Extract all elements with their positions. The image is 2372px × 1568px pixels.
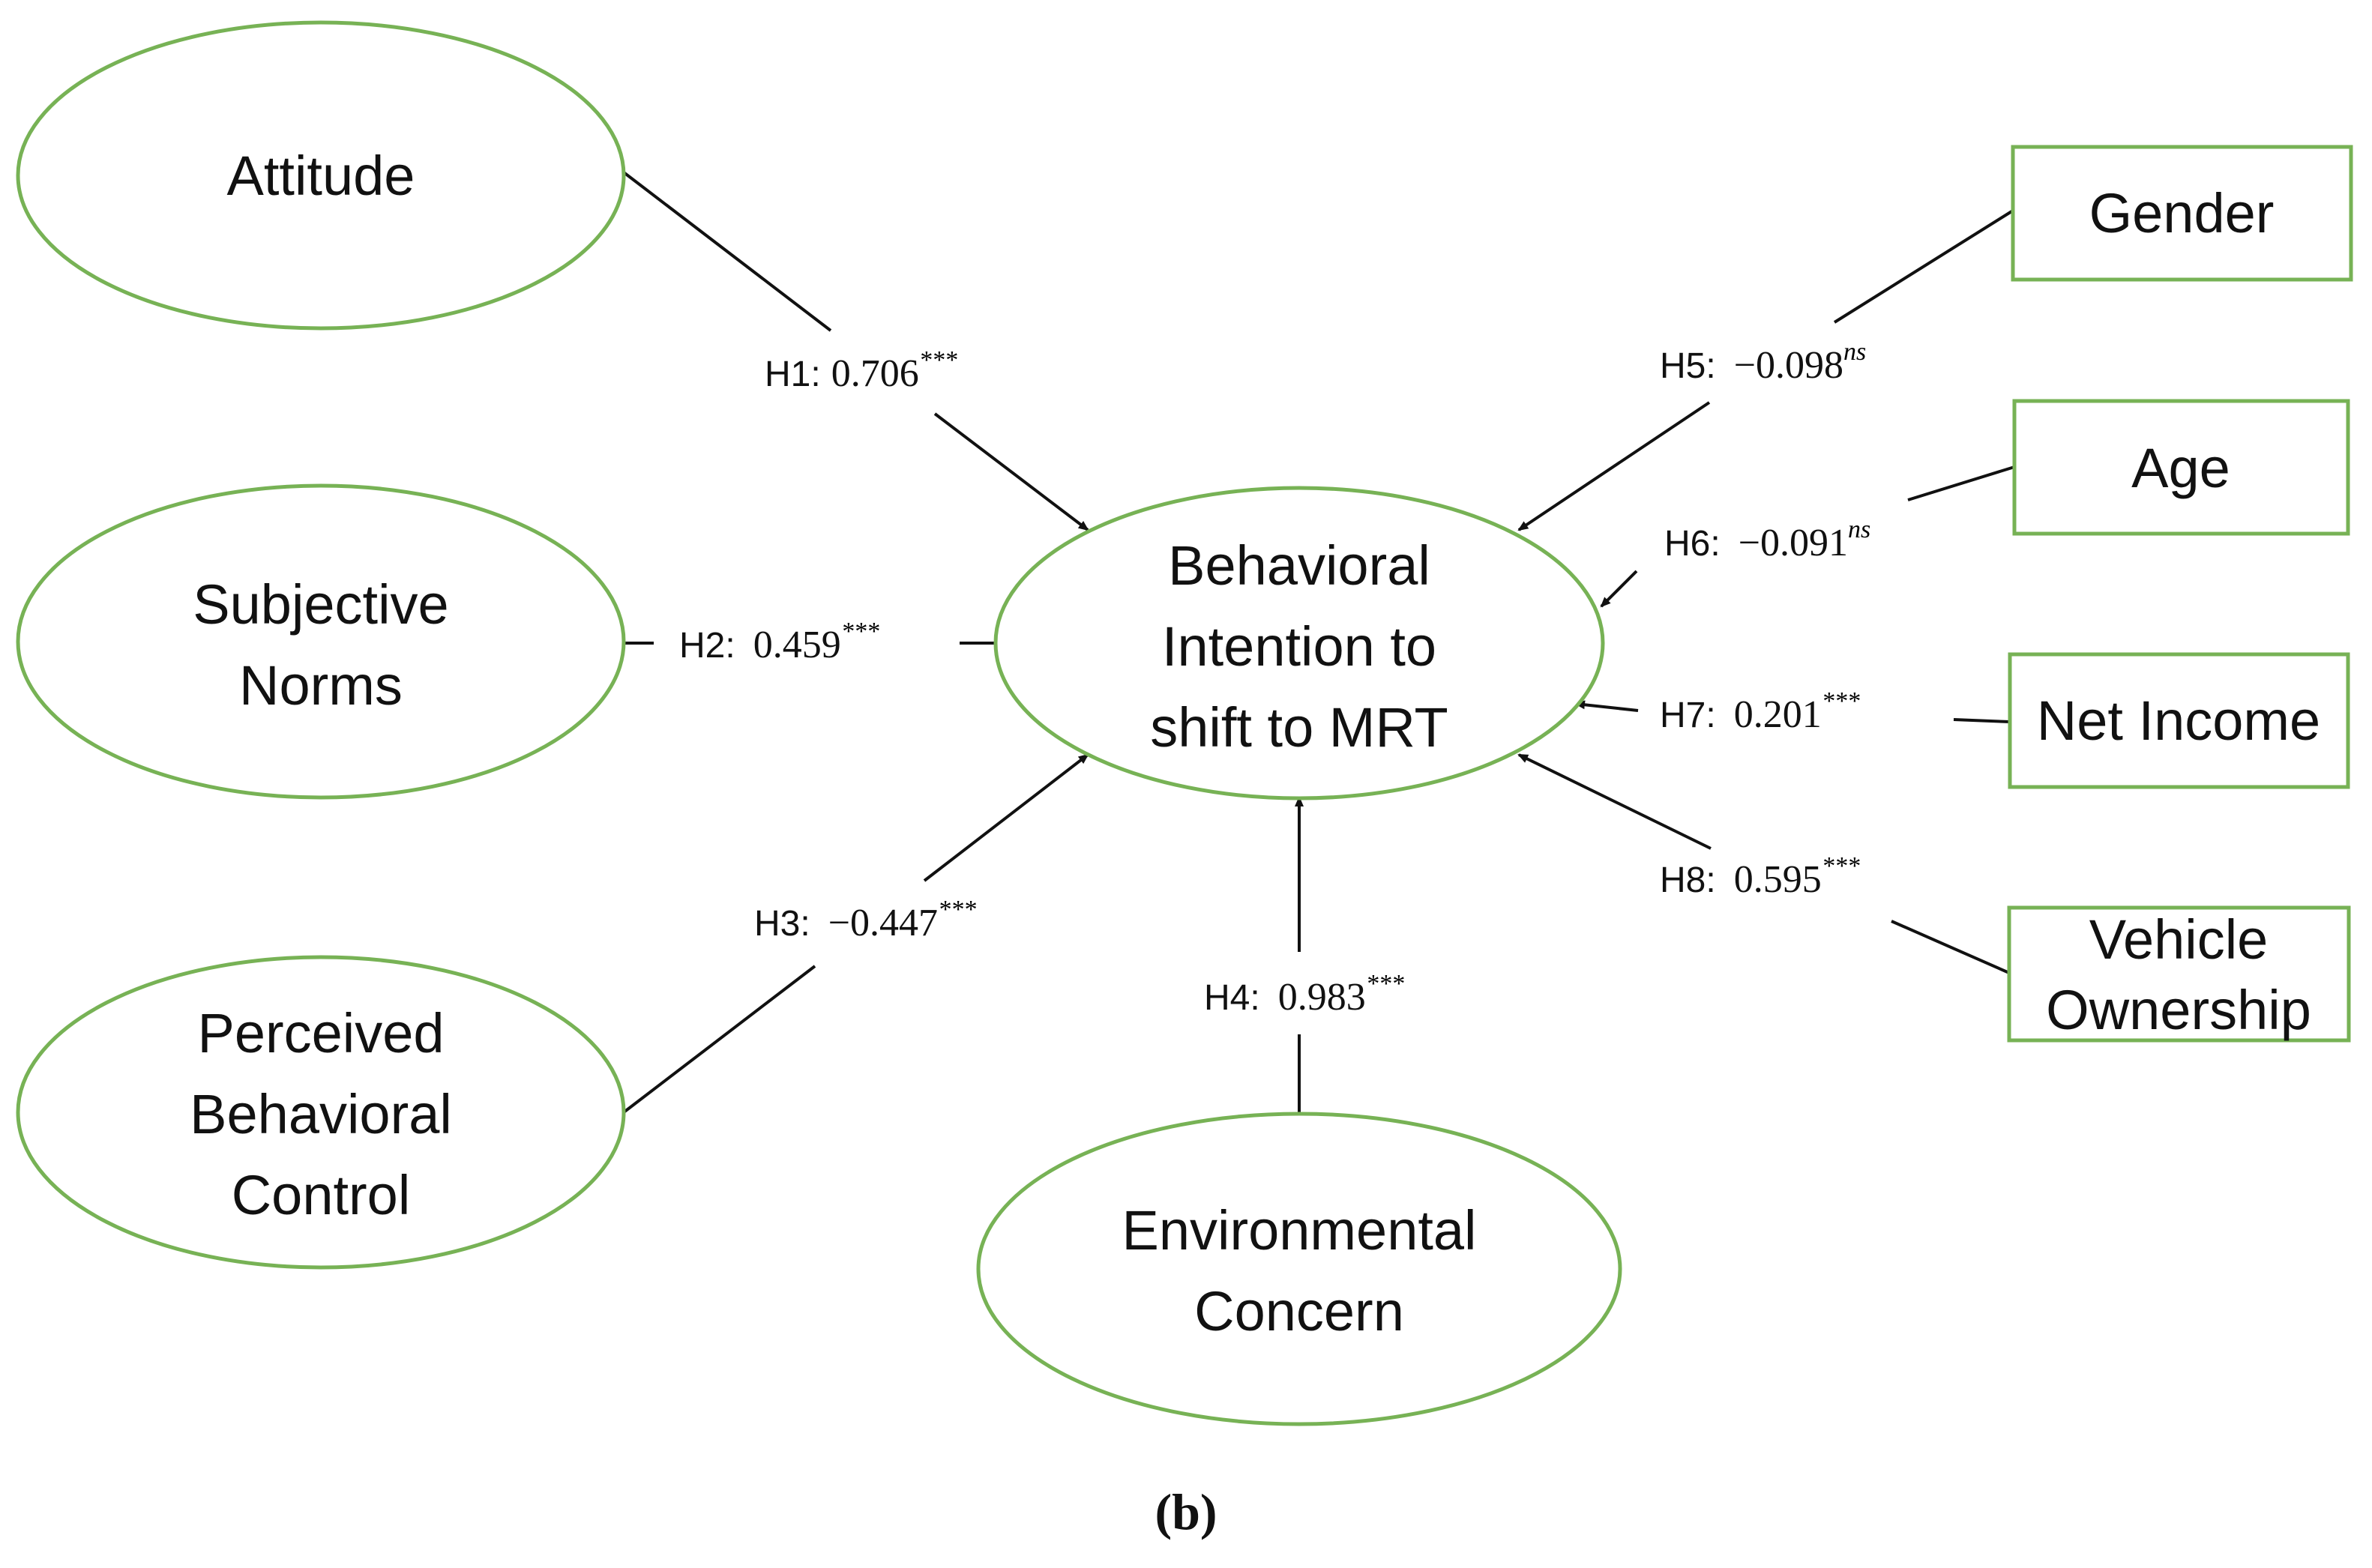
edge-label-h2: H2:0.459*** — [679, 618, 879, 666]
edge-label-h5: H5:−0.098ns — [1660, 338, 1866, 387]
node-label-line: Attitude — [227, 145, 415, 207]
node-label-line: Vehicle — [2089, 908, 2269, 971]
node-attitude: Attitude — [16, 20, 626, 331]
node-label-line: Concern — [1194, 1280, 1404, 1342]
edge-label-h7: H7:0.201*** — [1660, 687, 1860, 736]
edge-h6 — [1600, 465, 2015, 608]
node-label-line: Ownership — [2046, 979, 2311, 1041]
figure-caption: (b) — [1155, 1483, 1217, 1540]
node-label-line: Environmental — [1122, 1199, 1476, 1261]
node-net-income: Net Income — [2008, 652, 2350, 789]
edge-label-h6: H6:−0.091ns — [1664, 516, 1870, 564]
node-label-line: Gender — [2089, 182, 2275, 244]
node-behavioral-intention: Behavioral Intention to shift to MRT — [993, 486, 1605, 800]
node-label-line: Subjective — [193, 573, 448, 636]
edge-label-h1: H1:0.706*** — [765, 346, 957, 395]
node-gender: Gender — [2011, 145, 2353, 282]
edge-h7 — [1574, 700, 2011, 723]
node-label-line: shift to MRT — [1150, 696, 1448, 759]
node-perceived-behavioral-control: Perceived Behavioral Control — [16, 955, 626, 1270]
edge-label-h8: H8:0.595*** — [1660, 852, 1860, 901]
edge-label-h3: H3:−0.447*** — [754, 896, 976, 944]
node-label-line: Age — [2131, 437, 2230, 499]
node-label-line: Intention to — [1162, 615, 1436, 678]
edge-h8 — [1517, 753, 2010, 974]
edge-h5 — [1517, 209, 2014, 531]
node-subjective-norms: Subjective Norms — [16, 483, 626, 800]
node-label-line: Perceived — [197, 1002, 444, 1064]
edge-h1 — [622, 171, 1089, 531]
node-label-line: Control — [232, 1164, 411, 1226]
node-label-line: Net Income — [2037, 690, 2320, 752]
node-label-line: Behavioral — [1168, 534, 1430, 597]
node-vehicle-ownership: Vehicle Ownership — [2007, 905, 2351, 1043]
node-label-line: Norms — [239, 654, 403, 717]
edge-h3 — [622, 753, 1089, 1114]
node-age: Age — [2012, 399, 2350, 536]
node-environmental-concern: Environmental Concern — [976, 1112, 1622, 1426]
node-label-line: Behavioral — [190, 1083, 452, 1145]
edge-label-h4: H4:0.983*** — [1204, 970, 1404, 1019]
